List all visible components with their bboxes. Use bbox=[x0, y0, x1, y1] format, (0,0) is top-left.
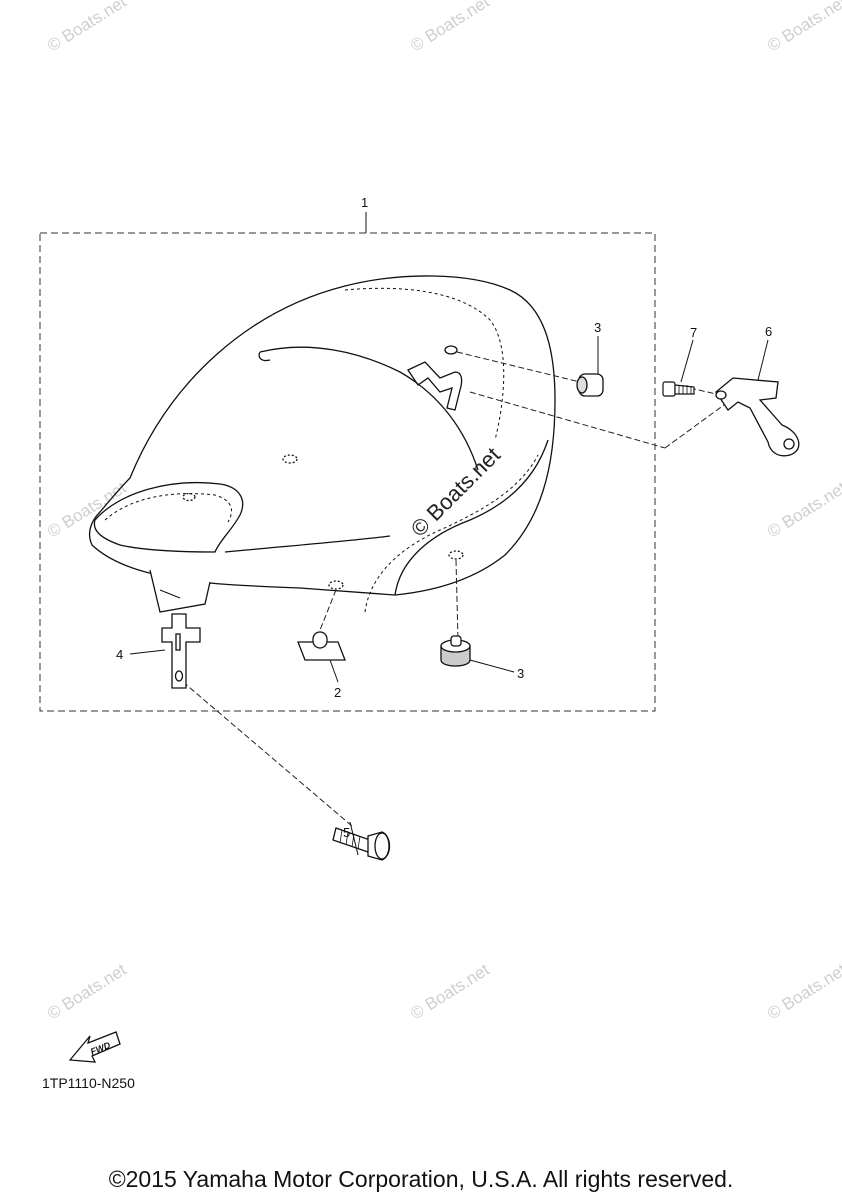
watermark: © Boats.net bbox=[764, 478, 842, 541]
callout-3-upper: 3 bbox=[594, 320, 601, 335]
bracket-6 bbox=[715, 377, 800, 457]
bolt-5 bbox=[332, 827, 391, 861]
leader-line-2 bbox=[329, 659, 339, 683]
watermark: © Boats.net bbox=[407, 0, 493, 55]
clip-2 bbox=[297, 631, 346, 661]
callout-6: 6 bbox=[765, 324, 772, 339]
leader-line-6 bbox=[757, 339, 769, 381]
watermark: © Boats.net bbox=[764, 960, 842, 1023]
callout-5: 5 bbox=[343, 825, 350, 840]
bolt-7 bbox=[662, 381, 695, 397]
assembly-frame bbox=[39, 232, 656, 712]
callout-1: 1 bbox=[361, 195, 368, 210]
leader-line-7 bbox=[680, 339, 694, 383]
callout-4: 4 bbox=[116, 647, 123, 662]
watermark: © Boats.net bbox=[407, 960, 493, 1023]
part-code: 1TP1110-N250 bbox=[42, 1075, 135, 1091]
fwd-arrow-icon: FWD bbox=[68, 1031, 121, 1063]
leader-lines bbox=[175, 351, 729, 827]
leader-line-4 bbox=[129, 649, 166, 655]
plate-4 bbox=[161, 613, 201, 689]
callout-3-lower: 3 bbox=[517, 666, 524, 681]
leader-line-5 bbox=[349, 821, 359, 856]
watermark: © Boats.net bbox=[764, 0, 842, 55]
callout-2: 2 bbox=[334, 685, 341, 700]
seat bbox=[88, 275, 556, 613]
damper-upper bbox=[576, 373, 604, 397]
callout-7: 7 bbox=[690, 325, 697, 340]
leader-line-3b bbox=[469, 659, 515, 673]
copyright-notice: ©2015 Yamaha Motor Corporation, U.S.A. A… bbox=[108, 1166, 734, 1192]
watermark: © Boats.net bbox=[44, 960, 130, 1023]
damper-lower bbox=[440, 635, 471, 667]
watermark: © Boats.net bbox=[44, 0, 130, 55]
